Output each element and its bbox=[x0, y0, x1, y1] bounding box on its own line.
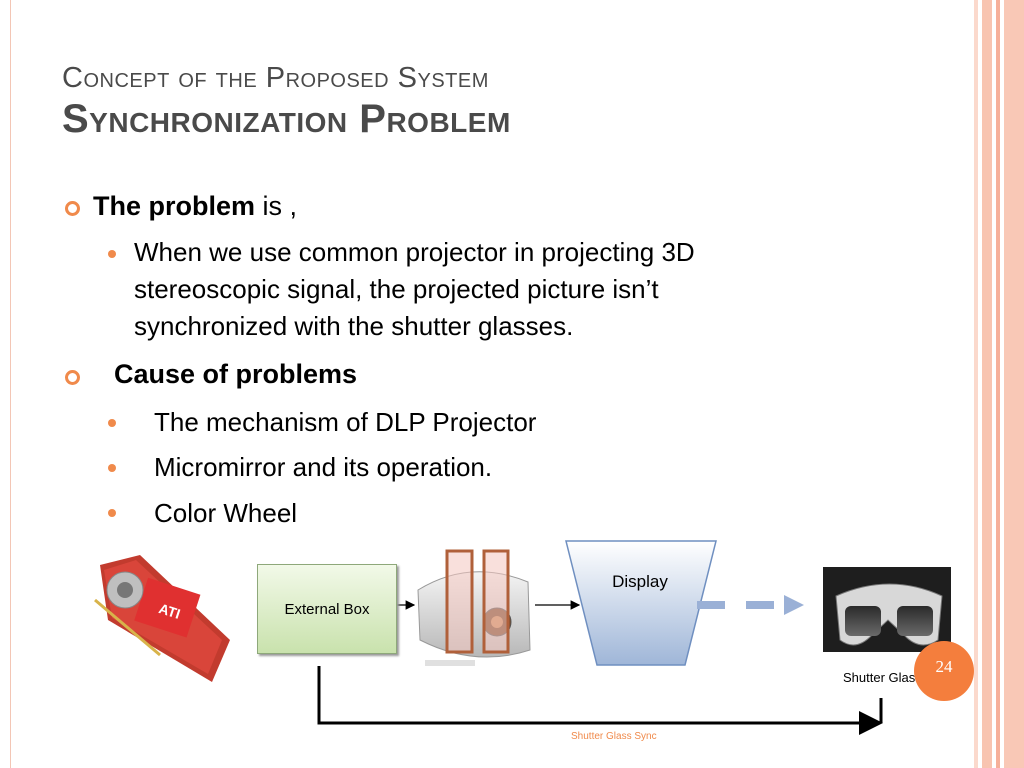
shutter-glasses-image bbox=[823, 567, 951, 652]
bullet-cause: Cause of problems bbox=[114, 359, 358, 389]
dot-bullet-icon bbox=[108, 419, 116, 427]
decorative-stripes bbox=[974, 0, 1024, 768]
sub-bullet-problem-line1: When we use common projector in projecti… bbox=[134, 237, 695, 267]
external-box-label: External Box bbox=[284, 600, 370, 618]
ring-bullet-icon bbox=[65, 201, 80, 216]
sub-bullet-problem-line2: stereoscopic signal, the projected pictu… bbox=[134, 274, 659, 304]
display-label: Display bbox=[612, 572, 668, 591]
sub-bullet-cause-2: Micromirror and its operation. bbox=[154, 452, 493, 482]
shutter-glass-label: Shutter Glass bbox=[843, 670, 922, 685]
page-number: 24 bbox=[935, 657, 953, 676]
sync-line bbox=[317, 666, 883, 735]
slide-title-line1: Concept of the Proposed System bbox=[62, 62, 489, 94]
ring-bullet-icon bbox=[65, 370, 80, 385]
display-shape bbox=[565, 540, 717, 666]
dot-bullet-icon bbox=[108, 464, 116, 472]
bullet-problem-bold: The problem bbox=[93, 191, 256, 221]
left-frame-line bbox=[10, 0, 11, 768]
bullet-problem: The problem is , bbox=[93, 191, 297, 222]
slide-title-line2: Synchronization Problem bbox=[62, 97, 511, 141]
projector-image bbox=[417, 549, 531, 666]
external-box: External Box bbox=[257, 564, 397, 654]
sub-bullet-cause-3: Color Wheel bbox=[154, 498, 298, 528]
dot-bullet-icon bbox=[108, 250, 116, 258]
shutter-glass-sync-label: Shutter Glass Sync bbox=[571, 731, 657, 742]
sub-bullet-problem-line3: synchronized with the shutter glasses. bbox=[134, 311, 574, 341]
dashed-arrow-display-to-glass bbox=[697, 595, 804, 615]
bullet-problem-rest: is , bbox=[255, 191, 298, 221]
ati-logo-text: ATI bbox=[157, 600, 182, 622]
page-number-badge: 24 bbox=[914, 641, 974, 701]
dot-bullet-icon bbox=[108, 509, 116, 517]
graphics-card-image: ATI bbox=[94, 555, 230, 682]
sub-bullet-cause-1: The mechanism of DLP Projector bbox=[154, 407, 537, 437]
